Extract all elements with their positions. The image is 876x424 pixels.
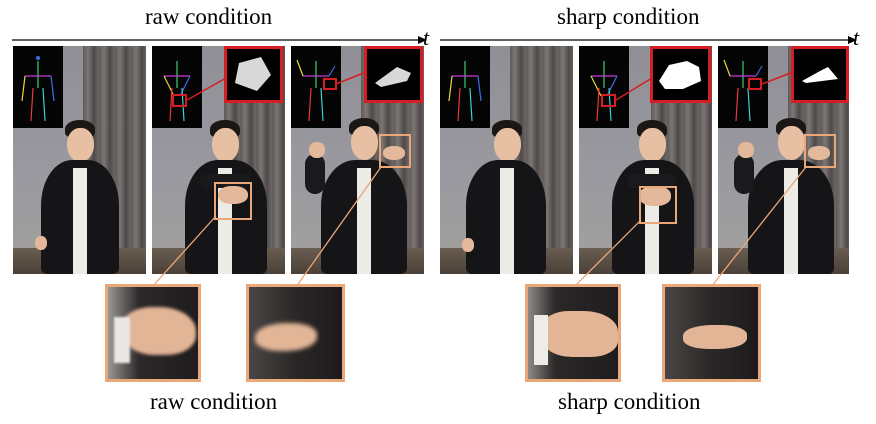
timeline-arrows — [12, 36, 857, 44]
pose-skeleton-sharp-3 — [718, 46, 768, 128]
zoom-panel-sharp-2 — [662, 284, 761, 382]
pose-skeleton-raw-1 — [13, 46, 63, 128]
zoom-source-box — [214, 182, 252, 220]
pose-skeleton-sharp-2 — [579, 46, 629, 128]
zoom-source-box — [639, 186, 677, 224]
zoom-source-box — [379, 134, 411, 168]
hand-region-box — [172, 94, 187, 107]
pose-skeleton-sharp-1 — [440, 46, 490, 128]
zoom-panel-raw-2 — [246, 284, 345, 382]
time-axis-label-raw: t — [423, 25, 430, 50]
caption-raw-condition: raw condition — [150, 389, 278, 414]
zoom-panel-sharp-1 — [525, 284, 621, 382]
timeline-arrowhead-sharp — [848, 36, 857, 44]
hand-mask-inset-raw-2 — [224, 46, 283, 103]
zoom-panel-raw-1 — [105, 284, 201, 382]
pose-skeleton-raw-2 — [152, 46, 202, 128]
zoom-source-box — [804, 134, 836, 168]
pose-skeleton-raw-3 — [291, 46, 341, 128]
caption-sharp-condition: sharp condition — [558, 389, 701, 414]
hand-mask-inset-sharp-3 — [791, 46, 849, 103]
hand-mask-inset-raw-3 — [364, 46, 423, 103]
sharp-frame-1 — [440, 46, 573, 274]
heading-sharp-condition: sharp condition — [557, 4, 700, 29]
time-axis-label-sharp: t — [853, 25, 860, 50]
hand-region-box — [601, 94, 616, 107]
timeline-arrowhead-raw — [418, 36, 427, 44]
heading-raw-condition: raw condition — [145, 4, 273, 29]
hand-mask-inset-sharp-2 — [650, 46, 711, 103]
sharp-frame-2 — [579, 46, 712, 274]
raw-frame-3 — [291, 46, 424, 274]
hand-region-box — [748, 78, 762, 90]
raw-frame-1 — [13, 46, 146, 274]
